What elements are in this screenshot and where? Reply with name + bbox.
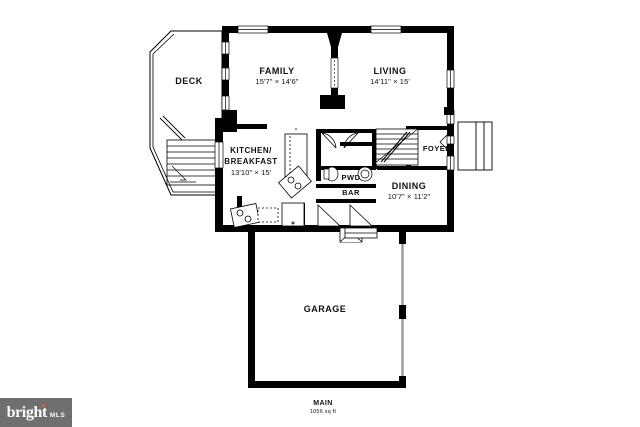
room-dim-living: 14'11" × 15' [370,77,410,86]
watermark-suffix: MLS [49,411,66,419]
exterior-windows [214,25,455,171]
room-label-kitchen: KITCHEN/ [230,146,272,155]
entry-porch [457,121,493,171]
room-label-breakfast: BREAKFAST [224,157,278,166]
garage-walls [248,232,406,388]
level-area: 1056 sq ft [309,409,337,415]
kitchen-counters [229,202,305,228]
fireplace [320,33,345,109]
bright-mls-watermark: bright MLS [0,398,72,427]
room-label-powder-room: PWD [341,173,361,182]
staircase [375,128,419,166]
room-dim-family: 15'7" × 14'6" [255,77,299,86]
kitchen-island [278,128,312,199]
room-dim-kitchen: 13'10" × 15' [230,168,272,177]
room-label-family: FAMILY [259,66,295,76]
room-label-deck: DECK [175,76,203,86]
living-stair-line [374,127,420,164]
room-label-bar: BAR [342,188,360,197]
powder-room-door [321,132,359,149]
room-label-living: LIVING [373,66,407,76]
room-label-garage: GARAGE [303,304,347,314]
room-label-foyer: FOYER [422,144,452,153]
garage-door [344,227,378,239]
watermark-brand: bright [6,403,47,421]
room-label-dining: DINING [391,181,427,191]
wall-stubs [215,107,454,125]
powder-room-fixtures [323,166,373,182]
room-dim-dining: 10'7" × 11'2" [387,192,431,201]
level-label: MAIN [313,400,333,407]
watermark-accent-dot [41,403,45,407]
front-door [439,129,453,155]
